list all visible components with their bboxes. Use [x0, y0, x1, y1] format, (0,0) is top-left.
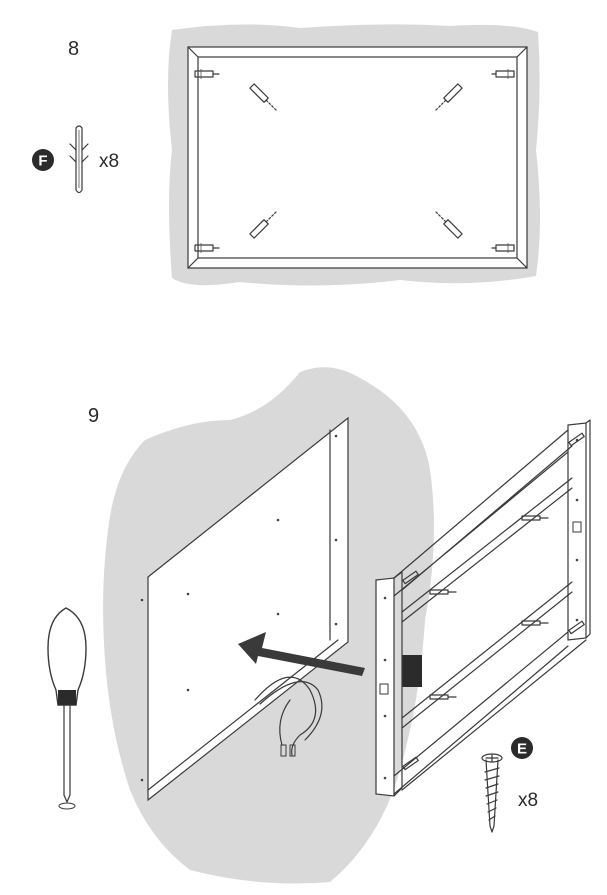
part-e-letter: E — [517, 741, 527, 758]
screwdriver-icon — [47, 607, 87, 810]
step-9-number: 9 — [88, 405, 99, 427]
part-f-letter: F — [38, 153, 47, 170]
step-8: 8 F x8 — [32, 24, 540, 286]
part-f-quantity: x8 — [99, 151, 119, 172]
mirror-frame-step-8 — [187, 46, 528, 269]
bracket-tab — [402, 655, 422, 687]
screw-icon — [481, 753, 503, 833]
part-e-badge — [511, 737, 533, 759]
wall-plug-icon — [69, 125, 89, 194]
insert-direction-arrow — [238, 632, 365, 676]
frame-screws — [402, 432, 585, 771]
part-f-callout: F x8 — [32, 125, 119, 194]
step-8-number: 8 — [68, 38, 79, 60]
step-9: 9 — [47, 367, 591, 884]
diagonal-plugs — [249, 83, 463, 239]
part-e-quantity: x8 — [518, 790, 538, 811]
part-f-badge — [32, 149, 54, 171]
power-cable — [254, 676, 323, 757]
part-e-callout: E x8 — [481, 737, 538, 833]
mirror-frame-step-9 — [375, 419, 591, 797]
corner-plugs — [194, 69, 515, 253]
